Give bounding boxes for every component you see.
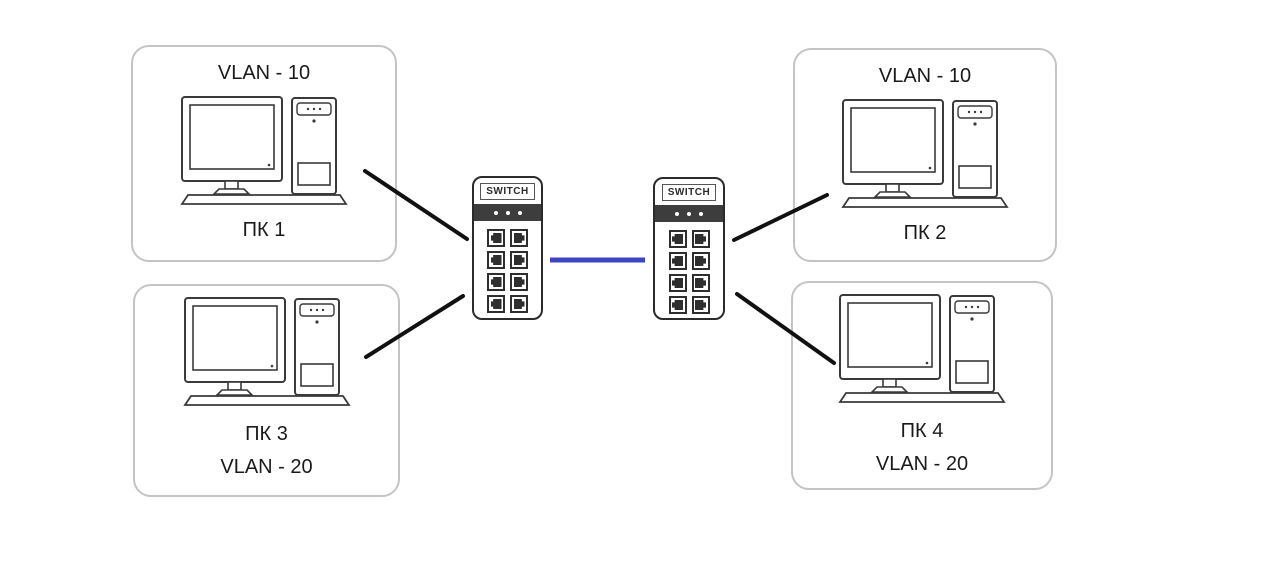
pc-group-3: ПК 3 VLAN - 20 — [133, 284, 400, 497]
ethernet-port-icon — [510, 229, 528, 247]
vlan-label: VLAN - 10 — [217, 62, 311, 84]
ethernet-port-icon — [487, 295, 505, 313]
indicator-dot-icon — [675, 211, 679, 216]
desktop-computer-icon — [838, 293, 1006, 405]
switch-label: SWITCH — [661, 184, 717, 201]
vlan-label: VLAN - 20 — [875, 453, 969, 475]
indicator-dot-icon — [517, 210, 522, 215]
ethernet-port-icon — [668, 230, 687, 248]
pc-label: ПК 4 — [900, 420, 944, 442]
port-grid — [487, 229, 528, 313]
ethernet-port-icon — [510, 273, 528, 291]
indicator-dot-icon — [505, 210, 510, 215]
ethernet-port-icon — [487, 273, 505, 291]
ethernet-port-icon — [691, 252, 710, 270]
indicator-dot-icon — [687, 211, 691, 216]
ethernet-port-icon — [510, 251, 528, 269]
ethernet-port-icon — [691, 230, 710, 248]
ethernet-port-icon — [668, 252, 687, 270]
pc-group-1: VLAN - 10 ПК 1 — [131, 45, 397, 262]
pc-group-2: VLAN - 10 ПК 2 — [793, 48, 1057, 262]
desktop-computer-icon — [180, 95, 348, 207]
ethernet-port-icon — [510, 295, 528, 313]
desktop-computer-icon — [841, 98, 1009, 210]
pc-label: ПК 3 — [245, 423, 288, 445]
indicator-dot-icon — [493, 210, 498, 215]
switch-label: SWITCH — [480, 183, 535, 200]
ethernet-port-icon — [668, 274, 687, 292]
switch-2: SWITCH — [653, 177, 725, 320]
pc-label: ПК 1 — [242, 219, 286, 241]
ethernet-port-icon — [691, 296, 710, 314]
port-grid — [668, 230, 710, 314]
ethernet-port-icon — [668, 296, 687, 314]
vlan-label: VLAN - 10 — [878, 65, 972, 87]
switch-1: SWITCH — [472, 176, 543, 320]
ethernet-port-icon — [487, 229, 505, 247]
ethernet-port-icon — [487, 251, 505, 269]
desktop-computer-icon — [183, 296, 351, 408]
indicator-dot-icon — [699, 211, 703, 216]
pc-group-4: ПК 4 VLAN - 20 — [791, 281, 1053, 490]
switch-status-panel — [474, 204, 541, 221]
vlan-label: VLAN - 20 — [220, 456, 313, 478]
pc-label: ПК 2 — [903, 222, 947, 244]
ethernet-port-icon — [691, 274, 710, 292]
switch-status-panel — [655, 205, 723, 222]
